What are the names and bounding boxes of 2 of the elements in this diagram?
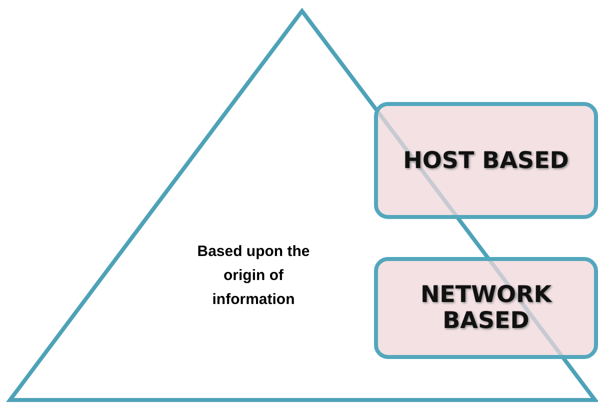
category-box: HOST BASED: [374, 102, 598, 219]
triangle-label: Based upon the origin of information: [196, 242, 311, 310]
